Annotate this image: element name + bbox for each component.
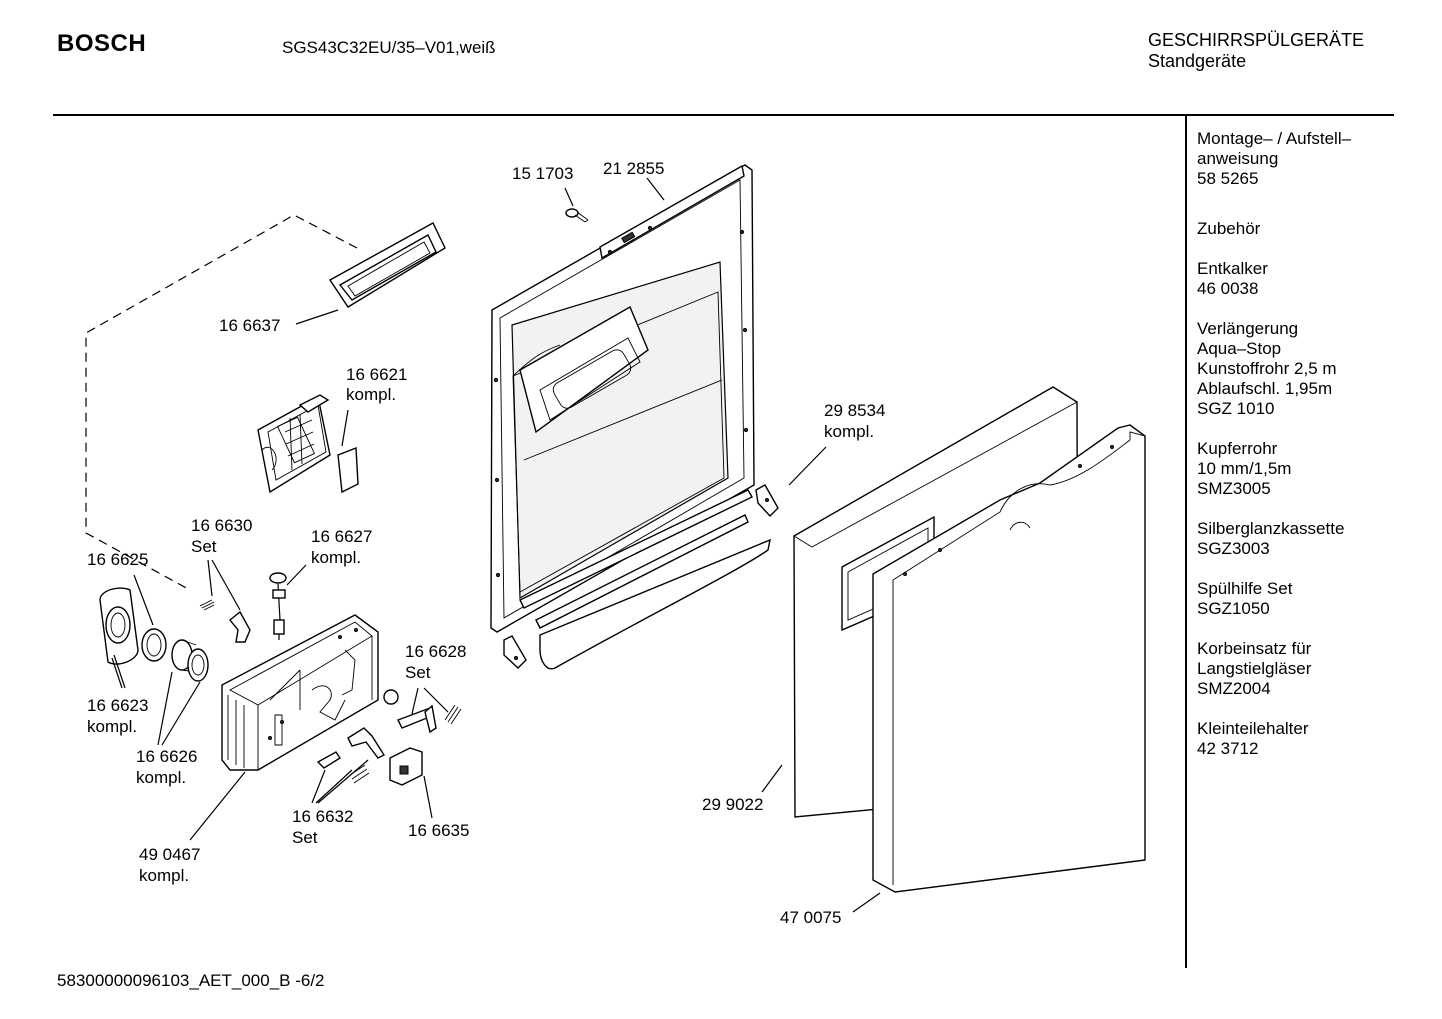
accessory-line: SMZ2004 [1197,679,1271,698]
assembly-dashed-line [85,214,358,591]
accessory-line: Montage– / Aufstell– [1197,129,1352,148]
model-number: SGS43C32EU/35–V01,weiß [282,38,496,57]
part-label-212855: 21 2855 [603,159,664,178]
part-note-166626: kompl. [136,768,186,787]
float-rod-part [269,572,287,640]
accessory-entry: Korbeinsatz für Langstielgläser SMZ2004 [1197,639,1387,699]
accessory-line: Entkalker [1197,259,1268,278]
accessory-line: SMZ3005 [1197,479,1271,498]
part-label-166623: 16 6623 [87,696,148,715]
bottom-seal-strips [519,489,771,670]
category-subtitle: Standgeräte [1148,51,1247,71]
dispenser-cap-part [99,587,139,665]
accessory-line: 10 mm/1,5m [1197,459,1292,478]
part-note-166623: kompl. [87,717,137,736]
part-note-166628: Set [405,663,431,682]
accessory-line: SGZ1050 [1197,599,1270,618]
accessory-entry: Entkalker 46 0038 [1197,259,1387,299]
hinge-clip [755,484,779,518]
accessory-line: Aqua–Stop [1197,339,1282,358]
category-title: GESCHIRRSPÜLGERÄTE [1148,30,1365,50]
part-label-151703: 15 1703 [512,164,573,183]
accessory-line: Kupferrohr [1197,439,1278,458]
part-label-166628: 16 6628 [405,642,466,661]
accessory-entry: Verlängerung Aqua–Stop Kunstoffrohr 2,5 … [1197,319,1387,419]
part-label-166621: 16 6621 [346,365,407,384]
part-label-299022: 29 9022 [702,795,763,814]
accessory-line: 58 5265 [1197,169,1259,188]
part-label-490467: 49 0467 [139,845,200,864]
part-note-490467: kompl. [139,866,189,885]
seal-ring-part [141,628,167,662]
part-note-166632: Set [292,828,318,847]
accessory-line: Kleinteilehalter [1197,719,1309,738]
dosing-cylinder-part [171,639,209,682]
accessory-entry: Silberglanzkassette SGZ3003 [1197,519,1387,559]
accessory-line: 42 3712 [1197,739,1259,758]
accessory-line: Zubehör [1197,219,1261,238]
part-label-470075: 47 0075 [780,908,841,927]
lever-spring-set [383,689,462,734]
header-divider [53,114,1394,116]
dispenser-frame-part [328,222,446,308]
accessory-entry: Spülhilfe Set SGZ1050 [1197,579,1387,619]
part-label-166627: 16 6627 [311,527,372,546]
accessory-entry: Kleinteilehalter 42 3712 [1197,719,1387,759]
inner-door-panel [490,164,755,633]
spring-clip-set [316,727,386,784]
accessory-line: Ablaufschl. 1,95m [1197,379,1333,398]
sidebar-divider [1185,116,1187,968]
accessory-line: SGZ3003 [1197,539,1270,558]
accessory-line: Silberglanzkassette [1197,519,1345,538]
part-label-166630: 16 6630 [191,516,252,535]
accessory-entry: Kupferrohr 10 mm/1,5m SMZ3005 [1197,439,1387,499]
part-label-166637: 16 6637 [219,316,280,335]
accessory-line: Korbeinsatz für [1197,639,1312,658]
part-label-298534: 29 8534 [824,401,885,420]
accessory-line: SGZ 1010 [1197,399,1275,418]
accessory-line: Spülhilfe Set [1197,579,1293,598]
part-label-166626: 16 6626 [136,747,197,766]
accessory-line: Kunstoffrohr 2,5 m [1197,359,1337,378]
rinse-aid-cover-part [257,394,359,494]
document-id: 58300000096103_AET_000_B -6/2 [57,971,325,990]
part-note-166627: kompl. [311,548,361,567]
decor-panel [872,424,1146,893]
spring-lever-set [199,599,251,643]
part-note-166630: Set [191,537,217,556]
leader-lines [111,177,881,913]
part-label-166635: 16 6635 [408,821,469,840]
part-label-166625: 16 6625 [87,550,148,569]
micro-switch-part [389,747,423,786]
brand-logo: BOSCH [57,30,147,57]
screw-part [565,208,589,223]
accessory-line: anweisung [1197,149,1279,168]
accessory-line: 46 0038 [1197,279,1259,298]
accessory-entry: Montage– / Aufstell– anweisung 58 5265 [1197,129,1387,189]
part-label-166632: 16 6632 [292,807,353,826]
part-note-166621: kompl. [346,385,396,404]
accessory-line: Verlängerung [1197,319,1299,338]
detergent-dispenser-block [221,614,379,771]
accessory-entry: Zubehör [1197,219,1387,239]
part-note-298534: kompl. [824,422,874,441]
exploded-parts-diagram: 15 1703 21 2855 16 6637 16 6621 kompl. 2… [85,159,1146,927]
hinge-clip [503,635,527,669]
accessories-list: Montage– / Aufstell– anweisung 58 5265 Z… [1197,129,1387,779]
accessory-line: Langstielgläser [1197,659,1312,678]
